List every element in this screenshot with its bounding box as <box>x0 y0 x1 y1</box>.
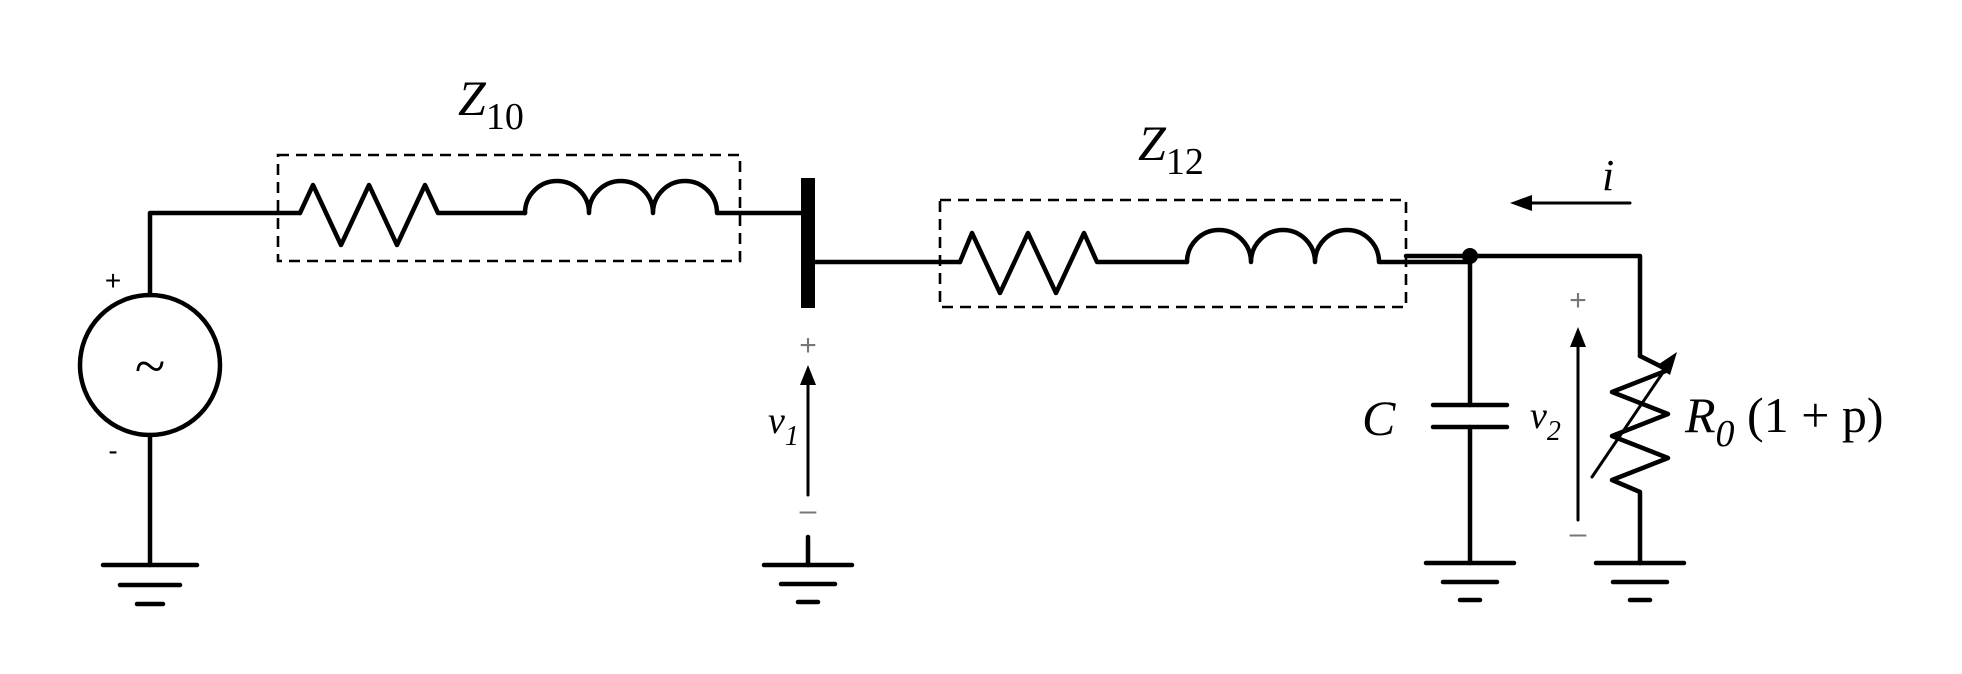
node-to-load-wire <box>1403 253 1643 359</box>
v1-arrow-head <box>800 365 816 385</box>
ground-symbol-capacitor <box>1423 560 1517 603</box>
v1-label: v1 <box>768 400 799 452</box>
z10-dashed-box <box>276 153 742 263</box>
v1-minus-sign: – <box>800 494 817 527</box>
v2-arrow-head <box>1570 327 1586 347</box>
load-resistor <box>1609 353 1671 566</box>
z10-inductor <box>522 178 811 216</box>
z10-label: Z10 <box>458 70 524 138</box>
z12-label: Z12 <box>1138 115 1204 183</box>
z12-inductor <box>1184 227 1473 265</box>
load-variable-arrow-line <box>1590 366 1668 479</box>
v2-plus-sign: + <box>1569 284 1587 317</box>
load-variable-arrow-head <box>1656 352 1677 375</box>
source-top-wire <box>147 210 303 298</box>
v2-minus-sign: – <box>1570 517 1587 550</box>
v2-label: v2 <box>1530 395 1561 447</box>
ground-symbol-bus1 <box>761 534 855 605</box>
current-arrow-head <box>1510 195 1532 211</box>
source-minus-sign: - <box>108 435 117 466</box>
source-symbol: ~ <box>135 336 165 398</box>
ac-source: ~ <box>77 292 223 438</box>
ground-symbol-source <box>100 562 200 607</box>
z10-resistor <box>297 182 528 248</box>
current-label: i <box>1602 151 1614 200</box>
z12-dashed-box <box>938 198 1408 309</box>
v1-plus-sign: + <box>799 329 817 362</box>
capacitor-label: C <box>1362 390 1396 446</box>
ground-symbol-load <box>1593 560 1687 603</box>
load-label: R0 (1 + p) <box>1684 387 1884 455</box>
z12-resistor <box>957 230 1190 296</box>
source-plus-sign: + <box>105 265 121 296</box>
